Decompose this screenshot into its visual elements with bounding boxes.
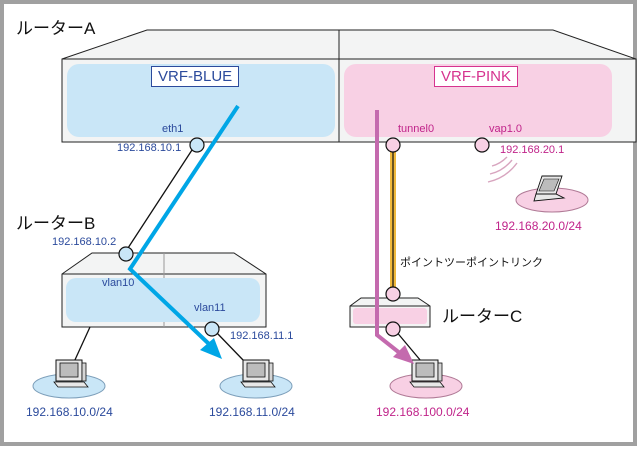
vrf-pink-label: VRF-PINK (434, 66, 519, 87)
pc-icon-net11 (240, 359, 276, 388)
eth1-port[interactable] (189, 137, 205, 153)
vrf-pink-flow-arrowhead (393, 345, 414, 364)
vlan11-label: vlan11 (194, 302, 226, 314)
router-c-chassis (349, 297, 431, 328)
vap1-0-ip: 192.168.20.1 (500, 144, 565, 156)
routerc-tunnel-port[interactable] (385, 286, 401, 302)
wireless-waves-icon (487, 156, 518, 183)
routerb-uplink-port[interactable] (118, 246, 134, 262)
vrf-pink-flow-path (375, 110, 403, 356)
router-a-title: ルーターA (16, 19, 96, 38)
pc-icon-net100 (409, 359, 445, 388)
net100-label: 192.168.100.0/24 (376, 405, 470, 419)
p2p-link-label: ポイントツーポイントリンク (400, 257, 543, 269)
vrf-blue-flow-arrowhead (200, 338, 222, 359)
vrf-blue-label: VRF-BLUE (151, 66, 240, 87)
diagram-canvas (32, 29, 637, 399)
router-c-title: ルーターC (442, 307, 523, 326)
cable-routerc-net100 (394, 329, 422, 362)
tunnel0-port[interactable] (385, 137, 401, 153)
vap1-0-label: vap1.0 (489, 123, 523, 135)
vap1-0-port[interactable] (474, 137, 490, 153)
pc-icon-net10 (53, 359, 89, 388)
cable-routerb-net10 (73, 326, 91, 363)
routerb-uplink-ip: 192.168.10.2 (52, 236, 117, 248)
tunnel0-label: tunnel0 (398, 123, 435, 135)
cable-vlan11-net11 (215, 331, 245, 362)
net10-label: 192.168.10.0/24 (26, 405, 113, 419)
vrf-blue-zone (67, 64, 335, 137)
vlan11-port[interactable] (204, 321, 220, 337)
routerc-lan-port[interactable] (385, 321, 401, 337)
eth1-label: eth1 (162, 123, 184, 135)
vrf-pink-zone (344, 64, 612, 137)
laptop-icon-net20 (533, 175, 566, 202)
router-b-title: ルーターB (16, 214, 96, 233)
net20-label: 192.168.20.0/24 (495, 219, 582, 233)
net11-label: 192.168.11.0/24 (209, 405, 295, 419)
cable-eth1-routerb (127, 149, 193, 249)
vlan10-label: vlan10 (102, 277, 135, 289)
vrf-blue-flow-path (127, 104, 240, 346)
eth1-ip: 192.168.10.1 (117, 142, 182, 154)
vlan11-ip: 192.168.11.1 (230, 330, 294, 342)
